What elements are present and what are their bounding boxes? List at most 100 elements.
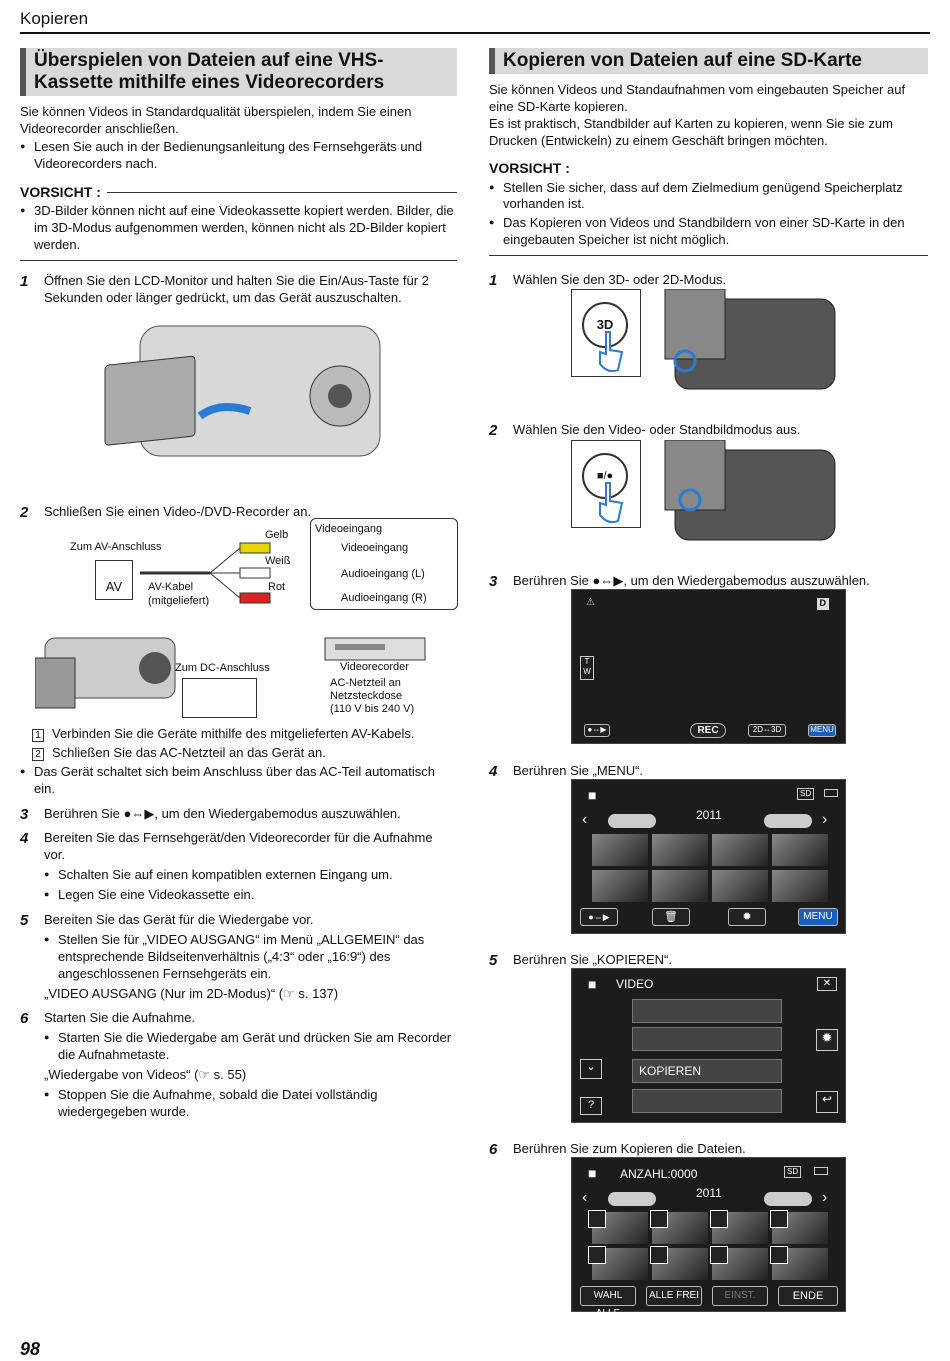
connection-diagram: Zum AV-Anschluss AV AV-Kabel (mitgeliefe… bbox=[20, 518, 458, 718]
right-intro-2: Es ist praktisch, Standbilder auf Karten… bbox=[489, 115, 893, 148]
select-all-button[interactable]: WAHL ALLE bbox=[580, 1286, 636, 1319]
playback-mode-button[interactable]: ●⇔▶ bbox=[580, 908, 618, 926]
playback-mode-button[interactable]: ●⇔▶ bbox=[584, 724, 610, 737]
left-bullet: Lesen Sie auch in der Bedienungsanleitun… bbox=[20, 139, 457, 173]
av-label: AV bbox=[105, 579, 123, 594]
date-pill-prev[interactable] bbox=[608, 1192, 656, 1206]
divider bbox=[20, 260, 457, 262]
select-checkbox[interactable] bbox=[710, 1246, 728, 1264]
hand-pointer-icon bbox=[599, 331, 624, 373]
back-icon[interactable]: ↩ bbox=[816, 1091, 838, 1113]
video-recorder-icon bbox=[324, 637, 426, 661]
page-number: 98 bbox=[20, 1339, 41, 1359]
date-pill-next[interactable] bbox=[764, 814, 812, 828]
sub-bullet: Legen Sie eine Videokassette ein. bbox=[44, 887, 457, 904]
select-checkbox[interactable] bbox=[588, 1246, 606, 1264]
select-checkbox[interactable] bbox=[588, 1210, 606, 1228]
menu-item-blurred[interactable] bbox=[632, 1027, 782, 1051]
select-checkbox[interactable] bbox=[770, 1210, 788, 1228]
gear-icon[interactable]: ✹ bbox=[728, 908, 766, 926]
select-checkbox[interactable] bbox=[770, 1246, 788, 1264]
ac-label-3: (110 V bis 240 V) bbox=[330, 703, 415, 715]
caution-label: VORSICHT : bbox=[489, 160, 570, 177]
chevron-right-icon[interactable]: › bbox=[822, 1189, 828, 1206]
thumbnail[interactable] bbox=[652, 834, 708, 866]
mode-button-panel: 3D bbox=[571, 289, 641, 377]
cable-label-2: (mitgeliefert) bbox=[148, 595, 210, 607]
camcorder-illustration bbox=[104, 325, 381, 457]
select-checkbox[interactable] bbox=[650, 1210, 668, 1228]
rec-button[interactable]: REC bbox=[690, 723, 726, 738]
settings-button[interactable]: EINST. bbox=[712, 1286, 768, 1306]
select-checkbox[interactable] bbox=[710, 1210, 728, 1228]
settings-icon[interactable]: ✹ bbox=[816, 1029, 838, 1051]
video-photo-button-panel: ■/● bbox=[571, 440, 641, 528]
menu-screen: ■ VIDEO ✕ KOPIEREN ⌄ ? ✹ ↩ bbox=[571, 968, 846, 1123]
sub-bullet: Stellen Sie für „VIDEO AUSGANG“ im Menü … bbox=[44, 932, 457, 983]
date-pill-next[interactable] bbox=[764, 1192, 812, 1206]
menu-item-kopieren[interactable]: KOPIEREN bbox=[632, 1059, 782, 1083]
thumbnail[interactable] bbox=[712, 834, 768, 866]
copy-select-screen: ■ ANZAHL:0000 SD ‹ 2011 › WAHL ALLE ALLE… bbox=[571, 1157, 846, 1319]
warning-icon: ⚠ bbox=[586, 597, 595, 608]
thumbnail[interactable] bbox=[592, 870, 648, 902]
right-column: Kopieren von Dateien auf eine SD-Karte S… bbox=[489, 48, 928, 257]
count-label: ANZAHL:0000 bbox=[620, 1167, 698, 1181]
chevron-left-icon[interactable]: ‹ bbox=[582, 1189, 588, 1206]
thumbnail[interactable] bbox=[772, 834, 828, 866]
step-text: Öffnen Sie den LCD-Monitor und halten Si… bbox=[44, 273, 429, 305]
menu-item-blurred[interactable] bbox=[632, 999, 782, 1023]
help-button[interactable]: ? bbox=[580, 1097, 602, 1115]
camcorder-small-icon bbox=[35, 637, 176, 709]
sub-step-text: Schließen Sie das AC-Netzteil an das Ger… bbox=[52, 744, 326, 760]
step-text: Wählen Sie den 3D- oder 2D-Modus. bbox=[513, 272, 727, 287]
deselect-all-button[interactable]: ALLE FREI bbox=[646, 1286, 702, 1306]
header-rule bbox=[20, 32, 930, 34]
reference-link[interactable]: „Wiedergabe von Videos“ (☞ s. 55) bbox=[44, 1067, 247, 1083]
end-button[interactable]: ENDE bbox=[778, 1286, 838, 1306]
reference-link[interactable]: „VIDEO AUSGANG (Nur im 2D-Modus)“ (☞ s. … bbox=[44, 985, 339, 1001]
thumbnail[interactable] bbox=[712, 870, 768, 902]
left-bullet-2: Das Gerät schaltet sich beim Anschluss ü… bbox=[20, 764, 457, 798]
chevron-right-icon[interactable]: › bbox=[822, 811, 828, 828]
thumbnail[interactable] bbox=[652, 870, 708, 902]
chevron-down-icon[interactable]: ⌄ bbox=[580, 1059, 602, 1079]
right-caution-item-2: Das Kopieren von Videos und Standbildern… bbox=[489, 215, 928, 249]
step-text: Bereiten Sie das Gerät für die Wiedergab… bbox=[44, 912, 314, 928]
video-camera-icon: ■ bbox=[588, 976, 597, 992]
chevron-left-icon[interactable]: ‹ bbox=[582, 811, 588, 828]
menu-item-blurred[interactable] bbox=[632, 1089, 782, 1113]
menu-button[interactable]: MENU bbox=[798, 908, 838, 926]
left-intro: Sie können Videos in Standardqualität üb… bbox=[20, 103, 412, 136]
trash-icon[interactable]: 🗑 bbox=[652, 908, 690, 926]
step-text: Bereiten Sie das Fernsehgerät/den Videor… bbox=[44, 830, 433, 863]
av-port-label: Zum AV-Anschluss bbox=[70, 541, 162, 553]
sub-bullet: Starten Sie die Wiedergabe am Gerät und … bbox=[44, 1030, 457, 1064]
select-checkbox[interactable] bbox=[650, 1246, 668, 1264]
thumbnail[interactable] bbox=[592, 834, 648, 866]
step-text: Schließen Sie einen Video-/DVD-Recorder … bbox=[44, 504, 312, 519]
sd-badge: SD bbox=[784, 1166, 802, 1179]
step-text: Berühren Sie „MENU“. bbox=[513, 763, 644, 778]
audio-r-label: Audioeingang (R) bbox=[341, 592, 427, 604]
2d-3d-button[interactable]: 2D⇔3D bbox=[748, 724, 786, 737]
date-pill-prev[interactable] bbox=[608, 814, 656, 828]
thumbnail[interactable] bbox=[772, 870, 828, 902]
close-icon[interactable]: ✕ bbox=[817, 977, 837, 991]
av-cable-icon bbox=[140, 542, 271, 604]
step-text: Berühren Sie ●⇔▶, um den Wiedergabemodus… bbox=[44, 805, 401, 821]
video-camera-icon: ■ bbox=[588, 787, 597, 803]
menu-button[interactable]: MENU bbox=[808, 724, 836, 737]
av-port-box: AV bbox=[95, 560, 133, 600]
camcorder-side-illustration bbox=[664, 289, 836, 390]
